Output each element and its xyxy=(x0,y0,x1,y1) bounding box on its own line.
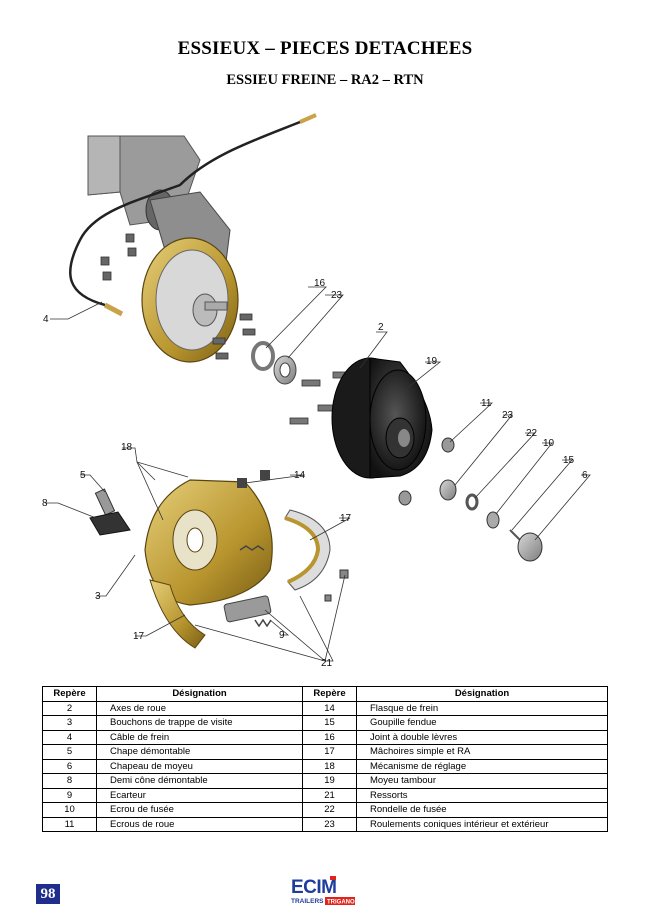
table-row: 9 Ecarteur 21 Ressorts xyxy=(42,787,608,803)
cell-repere: 23 xyxy=(302,816,357,832)
table-row: 11 Ecrous de roue 23 Roulements coniques… xyxy=(42,816,608,832)
callout-6: 6 xyxy=(582,470,588,481)
cell-repere: 17 xyxy=(302,744,357,760)
header-repere-1: Repère xyxy=(42,686,97,702)
adjuster-and-springs xyxy=(223,545,349,628)
table-row: 10 Ecrou de fusée 22 Rondelle de fusée xyxy=(42,802,608,818)
cell-designation: Moyeu tambour xyxy=(356,773,608,789)
callout-16: 16 xyxy=(314,278,326,289)
page-number-badge: 98 xyxy=(36,884,60,904)
cell-designation: Ecarteur xyxy=(96,787,303,803)
header-designation-1: Désignation xyxy=(96,686,303,702)
table-row: 4 Câble de frein 16 Joint à double lèvre… xyxy=(42,729,608,745)
callout-9: 9 xyxy=(279,630,285,641)
cell-designation: Flasque de frein xyxy=(356,700,608,716)
cell-designation: Ecrou de fusée xyxy=(96,802,303,818)
cell-repere: 21 xyxy=(302,787,357,803)
cell-repere: 6 xyxy=(42,758,97,774)
cell-designation: Mâchoires simple et RA xyxy=(356,744,608,760)
header-designation-2: Désignation xyxy=(356,686,608,702)
cell-repere: 18 xyxy=(302,758,357,774)
cell-repere: 11 xyxy=(42,816,97,832)
table-row: 5 Chape démontable 17 Mâchoires simple e… xyxy=(42,744,608,760)
cell-repere: 2 xyxy=(42,700,97,716)
leader-lines xyxy=(45,286,591,662)
cell-repere: 5 xyxy=(42,744,97,760)
cell-designation: Goupille fendue xyxy=(356,715,608,731)
drum-hub xyxy=(331,357,433,479)
svg-text:TRAILERS: TRAILERS xyxy=(291,898,324,905)
cell-repere: 16 xyxy=(302,729,357,745)
table-row: 3 Bouchons de trappe de visite 15 Goupil… xyxy=(42,715,608,731)
upper-bolts xyxy=(100,233,256,360)
cell-designation: Chape démontable xyxy=(96,744,303,760)
page-title: ESSIEUX – PIECES DETACHEES xyxy=(177,38,473,59)
cell-designation: Axes de roue xyxy=(96,700,303,716)
seal-and-bearing xyxy=(251,341,297,385)
callout-17-right: 17 xyxy=(340,513,352,524)
callout-14: 14 xyxy=(294,470,306,481)
cell-designation: Roulements coniques intérieur et extérie… xyxy=(356,816,608,832)
callout-15: 15 xyxy=(563,455,575,466)
callout-18: 18 xyxy=(121,442,133,453)
brake-cable xyxy=(69,113,317,317)
hub-small-parts xyxy=(398,437,543,562)
svg-text:ECIM: ECIM xyxy=(291,877,337,898)
cell-repere: 8 xyxy=(42,773,97,789)
cell-repere: 9 xyxy=(42,787,97,803)
cell-designation: Demi cône démontable xyxy=(96,773,303,789)
callout-22: 22 xyxy=(526,428,538,439)
callout-5: 5 xyxy=(80,470,86,481)
ecim-logo: ECIM TRAILERS TRIGANO xyxy=(288,874,364,908)
cell-designation: Câble de frein xyxy=(96,729,303,745)
cell-repere: 15 xyxy=(302,715,357,731)
cell-designation: Rondelle de fusée xyxy=(356,802,608,818)
callout-8: 8 xyxy=(42,498,48,509)
callout-11: 11 xyxy=(481,398,492,409)
cell-repere: 22 xyxy=(302,802,357,818)
exploded-view-diagram: 16 23 2 19 4 11 23 22 10 15 6 18 5 14 8 … xyxy=(0,100,650,680)
cell-designation: Joint à double lèvres xyxy=(356,729,608,745)
clevis-and-cone xyxy=(89,470,270,536)
cell-designation: Mécanisme de réglage xyxy=(356,758,608,774)
callout-21: 21 xyxy=(321,658,333,669)
callout-labels: 16 23 2 19 4 11 23 22 10 15 6 18 5 14 8 … xyxy=(42,278,588,669)
callout-17-left: 17 xyxy=(133,631,145,642)
cell-repere: 4 xyxy=(42,729,97,745)
header-repere-2: Repère xyxy=(302,686,357,702)
table-row: 2 Axes de roue 14 Flasque de frein xyxy=(42,700,608,716)
cell-repere: 14 xyxy=(302,700,357,716)
callout-19: 19 xyxy=(426,356,438,367)
cell-designation: Ressorts xyxy=(356,787,608,803)
table-row: 6 Chapeau de moyeu 18 Mécanisme de régla… xyxy=(42,758,608,774)
callout-2: 2 xyxy=(378,322,384,333)
lower-brake-plate xyxy=(144,479,273,649)
callout-10: 10 xyxy=(543,438,555,449)
table-row: 8 Demi cône démontable 19 Moyeu tambour xyxy=(42,773,608,789)
table-header-row: Repère Désignation Repère Désignation xyxy=(42,686,608,702)
callout-23-upper: 23 xyxy=(331,290,343,301)
callout-23-lower: 23 xyxy=(502,410,514,421)
cell-repere: 3 xyxy=(42,715,97,731)
callout-4: 4 xyxy=(43,314,49,325)
svg-text:TRIGANO: TRIGANO xyxy=(327,900,355,906)
cell-repere: 10 xyxy=(42,802,97,818)
cell-repere: 19 xyxy=(302,773,357,789)
cell-designation: Ecrous de roue xyxy=(96,816,303,832)
parts-table: Repère Désignation Repère Désignation 2 … xyxy=(42,686,608,832)
cell-designation: Bouchons de trappe de visite xyxy=(96,715,303,731)
upper-brake-plate xyxy=(141,237,239,363)
callout-3: 3 xyxy=(95,591,101,602)
cell-designation: Chapeau de moyeu xyxy=(96,758,303,774)
brake-shoe-right xyxy=(284,509,331,591)
page-subtitle: ESSIEU FREINE – RA2 – RTN xyxy=(226,72,424,88)
